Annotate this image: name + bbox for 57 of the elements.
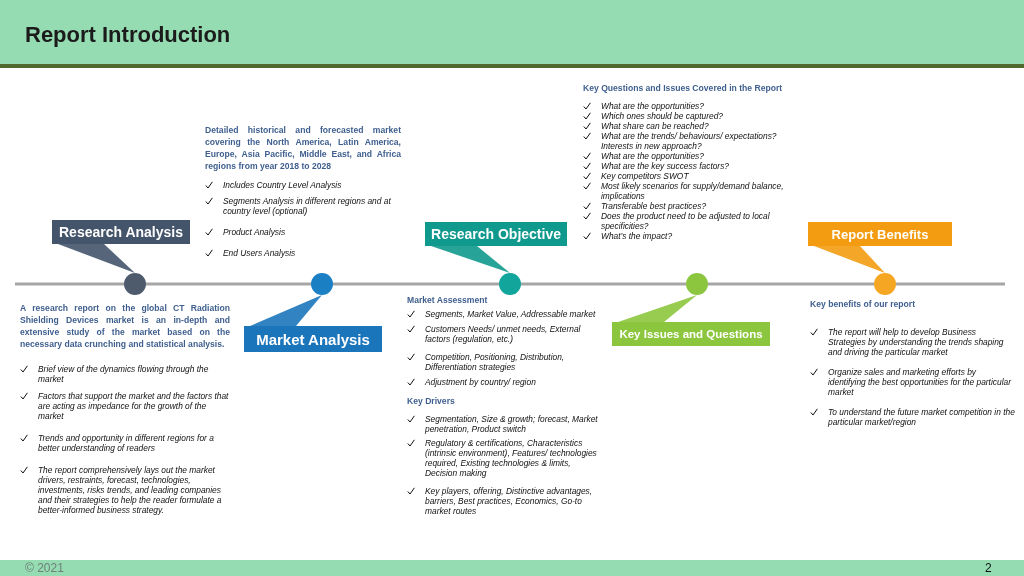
bullet-text: Segments Analysis in different regions and at country level (optional)	[223, 196, 392, 216]
bullet-text: Includes Country Level Analysis	[223, 180, 342, 190]
timeline-line	[708, 282, 874, 286]
bullet-text: Key competitors SWOT	[601, 170, 689, 181]
callout-pointer	[58, 244, 135, 273]
bullet-text: Customers Needs/ unmet needs, External factors (regulation, etc.)	[425, 323, 582, 344]
timeline-dot	[686, 273, 708, 295]
callout-box: Report Benefits	[808, 222, 952, 246]
bullet-text: What are the opportunities?	[601, 100, 704, 111]
callout-pointer	[250, 295, 322, 326]
bullet-text: Trends and opportunity in different regions for a better understanding of readers	[38, 433, 215, 453]
bullet-text: End Users Analysis	[223, 248, 296, 258]
paragraph: A research report on the global CT Radiation Shielding Devices market is an in-depth and extensive study of the market based on the necessary data crunching and statistical analysis.	[20, 302, 230, 350]
page-title: Report Introduction	[25, 22, 231, 48]
section-heading: Key Questions and Issues Covered in the Report	[583, 83, 784, 95]
bullet-text: Key players, offering, Distinctive advantages, barriers, Best practices, Economics, Go-to market routes	[425, 486, 594, 516]
bullet-text: What’s the impact?	[601, 230, 673, 241]
bullet-text: Product Analysis	[223, 227, 286, 237]
bullet-text: Does the product need to be adjusted to local specificities?	[601, 210, 771, 231]
timeline-dot	[311, 273, 333, 295]
bullet-text: Brief view of the dynamics flowing through the market	[38, 364, 210, 384]
bullet-text: What are the trends/ behaviours/ expectations? Interests in new approach?	[601, 130, 778, 151]
bullet-text: Organize sales and marketing efforts by identifying the best opportunities for the particular market	[828, 366, 1013, 397]
timeline-line	[146, 282, 311, 286]
bullet-text: The report will help to develop Business Strategies by understanding the trends shaping and driving the particular market	[828, 326, 1005, 357]
timeline-dot	[124, 273, 146, 295]
bullet-text: The report comprehensively lays out the market drivers, restraints, forecast, technologies, investments, risks trends, and leading companies and their strategies to help the reader formulate a better-informed business strategy.	[38, 465, 223, 515]
callout-pointer	[618, 295, 697, 322]
callout-box: Research Objective	[425, 222, 567, 246]
bullet-text: Most likely scenarios for supply/demand balance, implications	[601, 180, 785, 201]
bullet-text: What share can be reached?	[601, 120, 709, 131]
paragraph: Detailed historical and forecasted market covering the North America, Latin America, Europe, Asia Pacific, Middle East, and Africa regions from year 2018 to 2028	[205, 124, 401, 172]
bullet-text: What are the opportunities?	[601, 150, 704, 161]
callout-box: Research Analysis	[52, 220, 190, 244]
timeline-line	[333, 282, 499, 286]
bullet-text: To understand the future market competition in the particular market/region	[828, 406, 1015, 427]
callout-pointer	[431, 246, 510, 273]
section-heading: Key benefits of our report	[810, 299, 917, 311]
timeline-line	[521, 282, 686, 286]
bullet-text: What are the key success factors?	[601, 160, 729, 171]
callout-pointer	[814, 246, 885, 273]
bullet-text: Competition, Positioning, Distribution, Differentiation strategies	[425, 351, 566, 372]
bullet-text: Regulatory & certifications, Characteristics (intrinsic environment), Features/ technologies required, Existing technologies & limits, Decision making	[425, 438, 598, 478]
callout-box: Market Analysis	[244, 326, 382, 352]
page-number: 2	[985, 561, 992, 575]
section-heading: Market Assessment	[407, 295, 489, 307]
timeline-dot	[874, 273, 896, 295]
callout-box: Key Issues and Questions	[612, 322, 770, 346]
bullet-text: Which ones should be captured?	[601, 110, 723, 121]
bullet-text: Adjustment by country/ region	[425, 376, 536, 387]
copyright-text: © 2021	[25, 561, 64, 575]
timeline-dot	[499, 273, 521, 295]
bullet-text: Factors that support the market and the factors that are acting as impedance for the growth of the market	[38, 391, 230, 421]
section-heading: Key Drivers	[407, 395, 456, 407]
bullet-text: Segments, Market Value, Addressable market	[425, 308, 596, 319]
bullet-text: Segmentation, Size & growth; forecast, Market penetration, Product switch	[425, 414, 599, 434]
bullet-text: Transferable best practices?	[601, 200, 707, 211]
